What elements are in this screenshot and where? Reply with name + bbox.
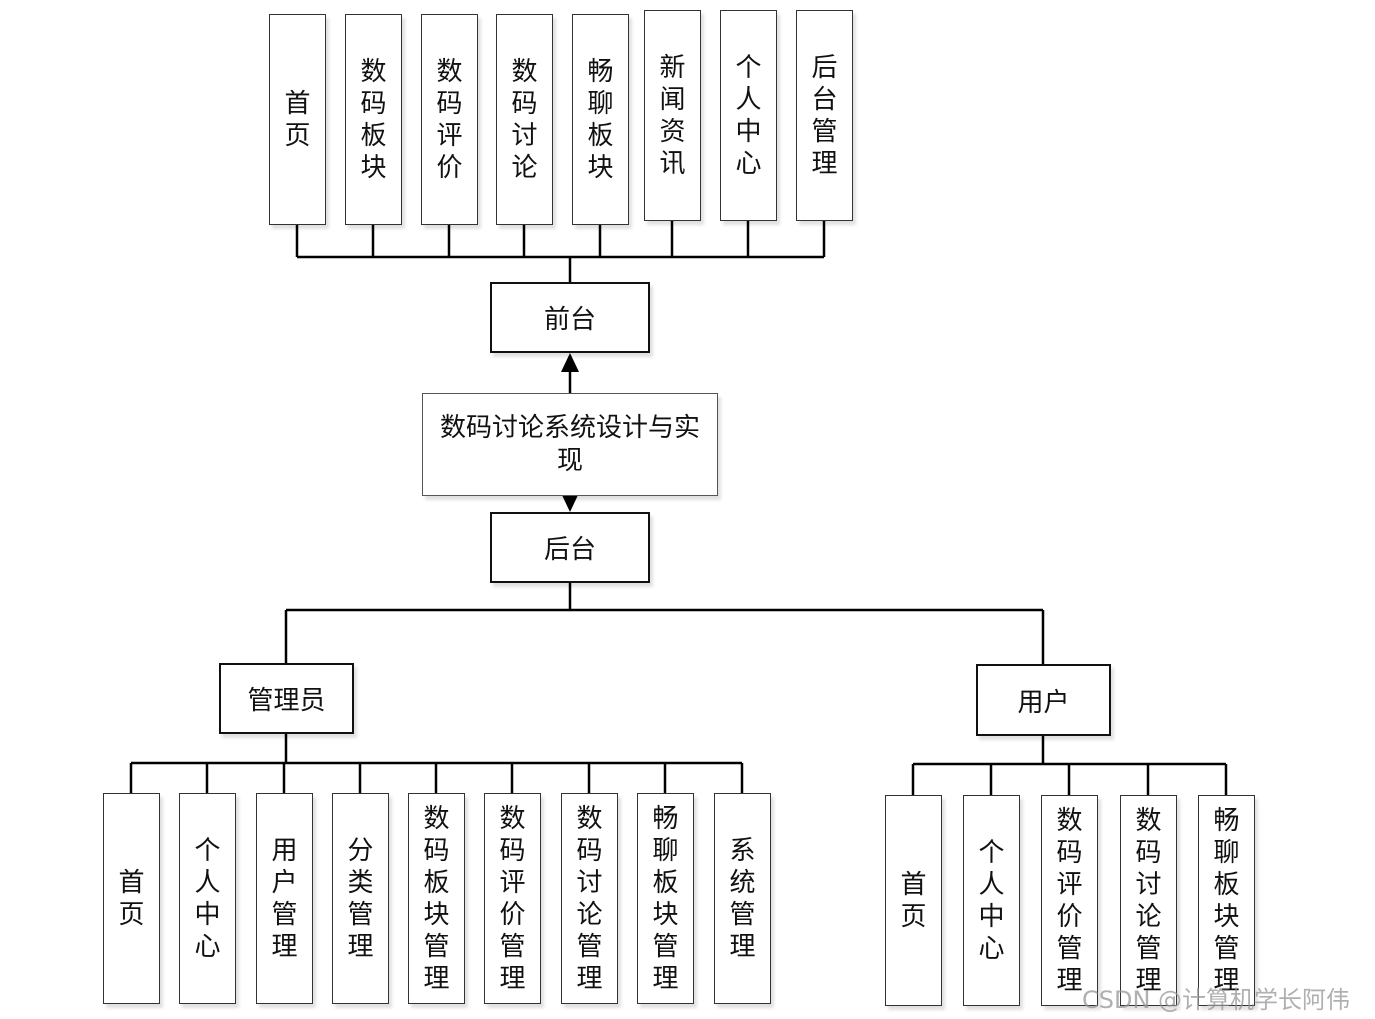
watermark: CSDN @计算机学长阿伟 — [1082, 986, 1351, 1014]
system-title-node: 数码讨论系统设计与实现 — [422, 393, 718, 496]
user-module-personal-center: 个人中心 — [963, 795, 1020, 1006]
front-module-admin-link: 后台管理 — [796, 10, 853, 221]
user-node: 用户 — [976, 664, 1111, 736]
arrowhead-up — [561, 353, 579, 372]
frontend-node: 前台 — [490, 282, 650, 353]
admin-module-user-management: 用户管理 — [256, 793, 313, 1004]
admin-module-home: 首页 — [103, 793, 160, 1004]
front-module-personal-center: 个人中心 — [720, 10, 777, 221]
admin-node: 管理员 — [219, 663, 354, 734]
backend-node: 后台 — [490, 512, 650, 583]
front-module-digital-board: 数码板块 — [345, 14, 402, 225]
user-module-chat-board-management: 畅聊板块管理 — [1198, 795, 1255, 1006]
front-module-digital-review: 数码评价 — [421, 14, 478, 225]
front-module-chat-board: 畅聊板块 — [572, 14, 629, 225]
front-module-home: 首页 — [269, 14, 326, 225]
admin-module-system-management: 系统管理 — [714, 793, 771, 1004]
admin-module-digital-discussion-management: 数码讨论管理 — [561, 793, 618, 1004]
user-module-digital-discussion-management: 数码讨论管理 — [1120, 795, 1177, 1006]
admin-module-personal-center: 个人中心 — [179, 793, 236, 1004]
user-module-home: 首页 — [885, 795, 942, 1006]
admin-module-digital-review-management: 数码评价管理 — [484, 793, 541, 1004]
front-module-digital-discussion: 数码讨论 — [496, 14, 553, 225]
arrowhead-down — [561, 493, 579, 512]
admin-module-digital-board-management: 数码板块管理 — [408, 793, 465, 1004]
front-module-news: 新闻资讯 — [644, 10, 701, 221]
user-module-digital-review-management: 数码评价管理 — [1041, 795, 1098, 1006]
admin-module-category-management: 分类管理 — [332, 793, 389, 1004]
admin-module-chat-board-management: 畅聊板块管理 — [637, 793, 694, 1004]
